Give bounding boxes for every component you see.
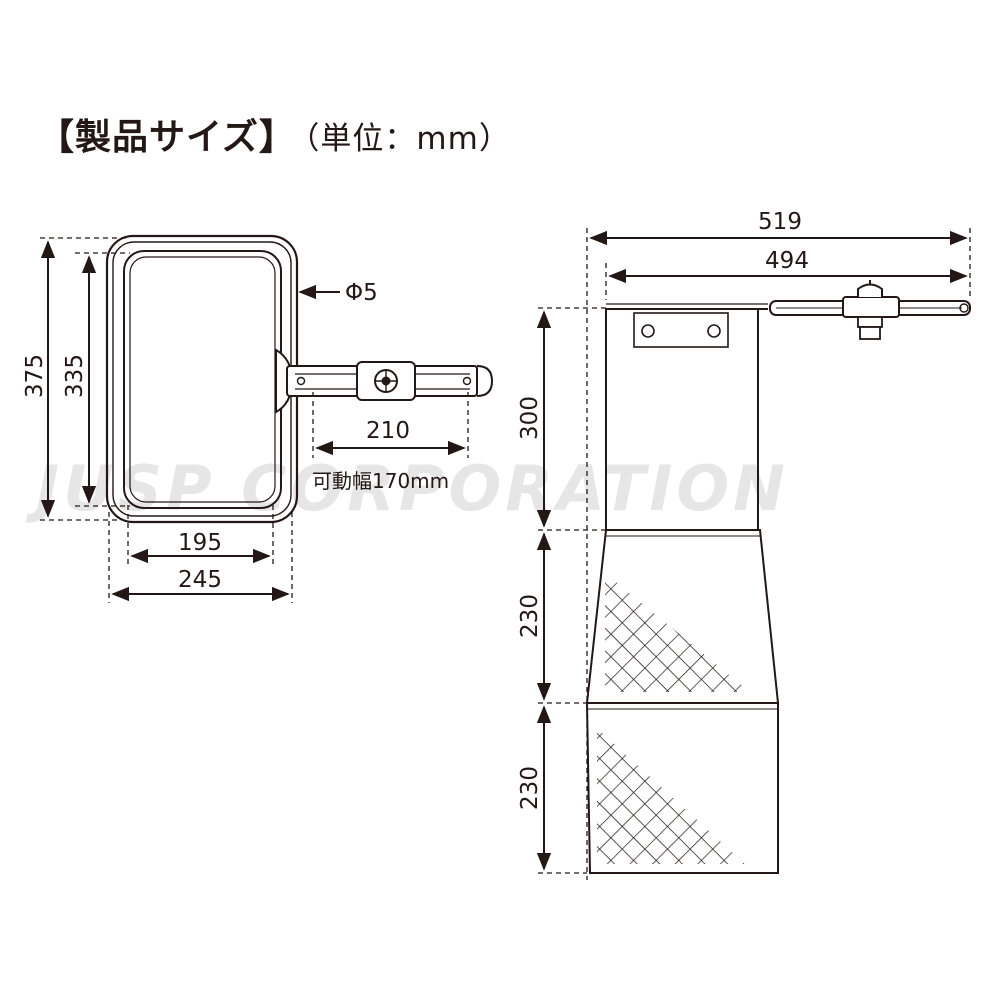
top-view — [40, 234, 494, 603]
label-245: 245 — [178, 567, 222, 593]
frame-inner-edge — [129, 256, 276, 503]
side-view — [536, 228, 971, 880]
upper-section — [605, 308, 759, 531]
label-519: 519 — [758, 209, 802, 235]
label-300: 300 — [517, 396, 543, 440]
label-210: 210 — [366, 418, 410, 444]
label-375: 375 — [22, 354, 48, 398]
label-335: 335 — [62, 354, 88, 398]
page-title: 【製品サイズ】（単位：mm） — [38, 108, 511, 160]
label-adjustable-range: 可動幅170mm — [312, 469, 449, 493]
title-main: 【製品サイズ】 — [38, 117, 296, 158]
lower-section — [585, 702, 779, 874]
frame-inner — [123, 250, 282, 509]
side-knob-base — [842, 296, 900, 318]
label-phi5: Φ5 — [345, 280, 378, 306]
label-195: 195 — [178, 530, 222, 556]
label-230-middle: 230 — [517, 594, 543, 638]
frame-outer — [105, 234, 299, 524]
title-unit: （単位：mm） — [303, 121, 511, 157]
watermark: JUSP CORPORATION — [36, 452, 789, 525]
label-494: 494 — [765, 248, 809, 274]
label-230-lower: 230 — [517, 766, 543, 810]
frame-outer-inner-edge — [112, 241, 292, 517]
mount-plate — [633, 312, 729, 348]
